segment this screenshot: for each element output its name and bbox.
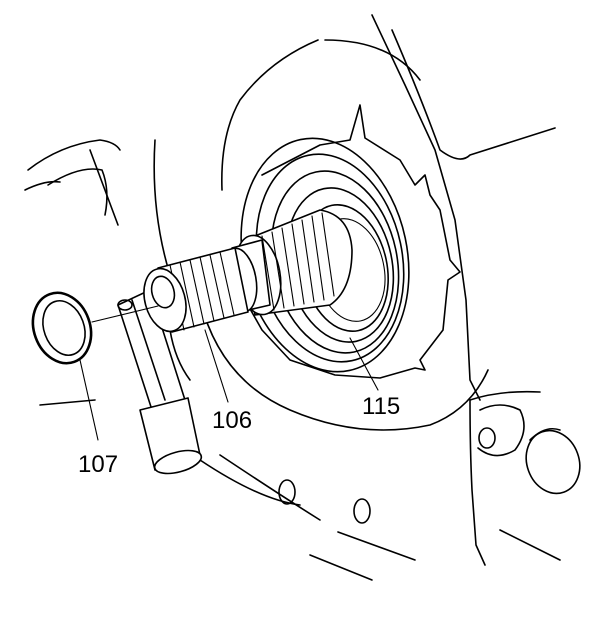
leader-line-107 [79, 359, 99, 441]
leader-line-106 [204, 329, 229, 403]
assembly-axis-line [91, 305, 159, 323]
transmission-case [39, 14, 581, 581]
callout-label-115: 115 [362, 393, 400, 420]
callout-label-107: 107 [78, 451, 118, 478]
o-ring-107 [31, 291, 93, 365]
leader-line-115 [349, 337, 379, 391]
output-shaft-106 [143, 209, 353, 333]
callout-label-106: 106 [212, 407, 252, 434]
left-case-fragment [24, 139, 121, 226]
cooler-line [117, 289, 203, 475]
